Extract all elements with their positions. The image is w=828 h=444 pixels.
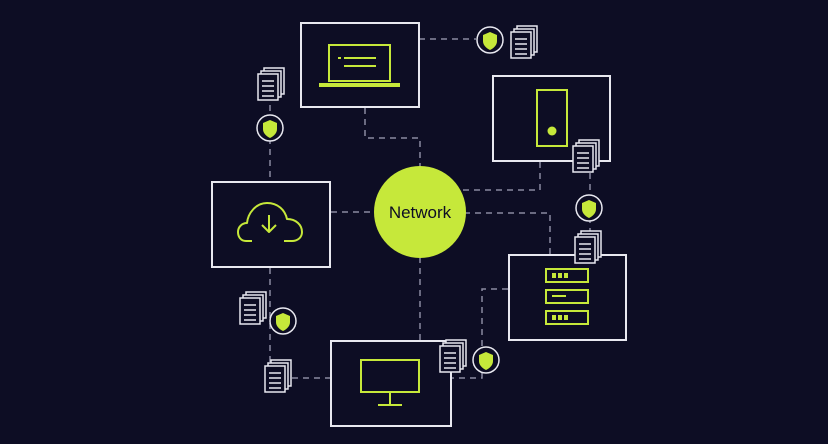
monitor-icon bbox=[360, 359, 420, 406]
node-monitor bbox=[330, 340, 452, 427]
shield-icon bbox=[472, 346, 500, 374]
document-icon bbox=[510, 25, 538, 59]
laptop-icon bbox=[319, 44, 400, 87]
document-icon bbox=[439, 339, 467, 373]
node-cloud-download bbox=[211, 181, 331, 268]
network-hub: Network bbox=[374, 166, 466, 258]
node-server-rack bbox=[508, 254, 627, 341]
shield-icon bbox=[256, 114, 284, 142]
shield-icon bbox=[476, 26, 504, 54]
connector-rack-monitor bbox=[452, 288, 508, 379]
document-icon bbox=[574, 230, 602, 264]
node-laptop bbox=[300, 22, 420, 108]
server-rack-icon bbox=[545, 268, 589, 325]
connector-laptop-network bbox=[364, 108, 421, 170]
document-icon bbox=[264, 359, 292, 393]
connector-server-network bbox=[462, 162, 541, 191]
document-icon bbox=[239, 291, 267, 325]
document-icon bbox=[572, 139, 600, 173]
document-icon bbox=[257, 67, 285, 101]
shield-icon bbox=[269, 307, 297, 335]
shield-icon bbox=[575, 194, 603, 222]
cloud-download-icon bbox=[237, 202, 303, 242]
connector-rack-network bbox=[465, 212, 551, 254]
network-label: Network bbox=[389, 203, 452, 222]
server-tower-icon bbox=[536, 89, 568, 147]
